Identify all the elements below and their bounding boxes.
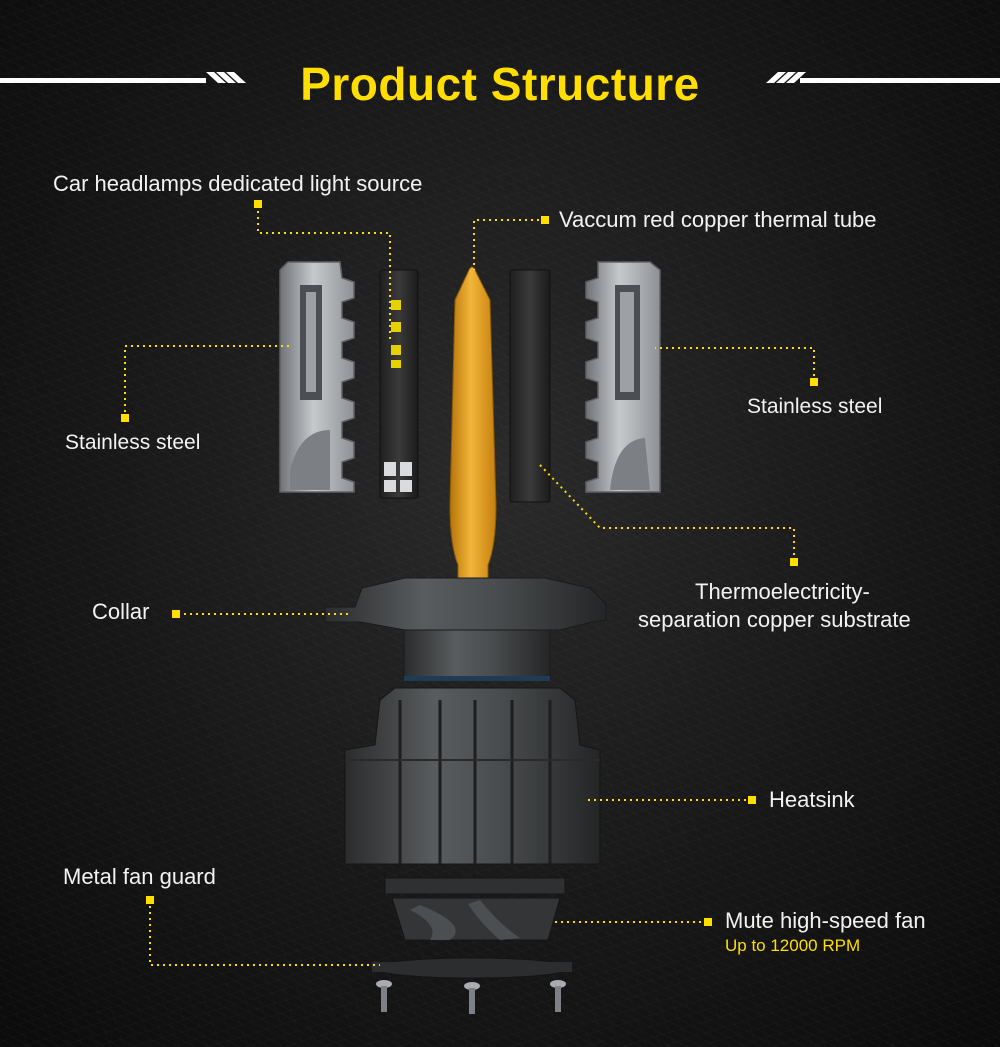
label-fan-rpm: Up to 12000 RPM bbox=[725, 936, 861, 955]
fan bbox=[384, 877, 566, 941]
label-collar: Collar bbox=[92, 599, 150, 624]
label-stainless-right: Stainless steel bbox=[747, 395, 883, 418]
label-substrate-line2: separation copper substrate bbox=[638, 607, 911, 632]
led-board-right bbox=[509, 269, 551, 503]
leader-dots bbox=[121, 200, 818, 926]
heatsink bbox=[344, 687, 601, 865]
page-title: Product Structure bbox=[300, 58, 700, 110]
screws bbox=[376, 980, 566, 1014]
collar bbox=[324, 577, 607, 681]
metal-fan-guard bbox=[371, 957, 573, 979]
label-substrate-line1: Thermoelectricity- bbox=[695, 579, 870, 604]
label-stainless-left: Stainless steel bbox=[65, 431, 201, 454]
label-light-source: Car headlamps dedicated light source bbox=[53, 171, 423, 196]
copper-thermal-tube bbox=[449, 266, 497, 611]
stainless-shell-right bbox=[585, 261, 661, 493]
stainless-shell-left bbox=[279, 261, 355, 493]
label-heatsink: Heatsink bbox=[769, 787, 855, 812]
label-fan-guard: Metal fan guard bbox=[63, 864, 216, 889]
label-fan: Mute high-speed fan bbox=[725, 908, 926, 933]
label-thermal-tube: Vaccum red copper thermal tube bbox=[559, 207, 877, 232]
header-stripes-right bbox=[766, 72, 1000, 83]
leader-lines bbox=[124, 205, 815, 966]
header-stripes-left bbox=[0, 72, 246, 83]
led-board-left bbox=[379, 269, 419, 499]
